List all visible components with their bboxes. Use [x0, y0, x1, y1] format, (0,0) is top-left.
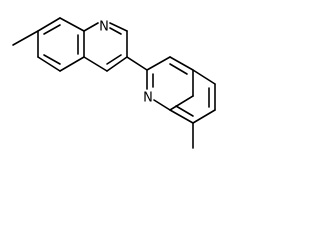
bond [169, 95, 194, 111]
nitrogen-atom-label-bottom: N [143, 91, 153, 106]
molecule-canvas: N N [12, 17, 216, 149]
bond [12, 30, 39, 46]
bond [169, 56, 194, 71]
bond [59, 56, 85, 72]
bond [192, 109, 216, 124]
bond [109, 22, 128, 32]
bond [43, 54, 61, 65]
bond [37, 56, 61, 72]
bond [153, 99, 171, 111]
bond [83, 22, 99, 32]
bond [37, 17, 61, 32]
bond [126, 56, 148, 71]
bond [106, 54, 122, 65]
bond [106, 56, 128, 72]
bonds [12, 17, 216, 149]
bond [169, 109, 194, 124]
bond [109, 27, 122, 35]
bond [59, 17, 85, 32]
bond [43, 24, 61, 35]
bond [175, 105, 194, 117]
bond [146, 56, 171, 71]
bond [192, 69, 216, 85]
structure-diagram: N N [12, 17, 216, 149]
bond [169, 63, 188, 75]
bond [83, 56, 108, 72]
nitrogen-atom-label-top: N [99, 20, 109, 35]
